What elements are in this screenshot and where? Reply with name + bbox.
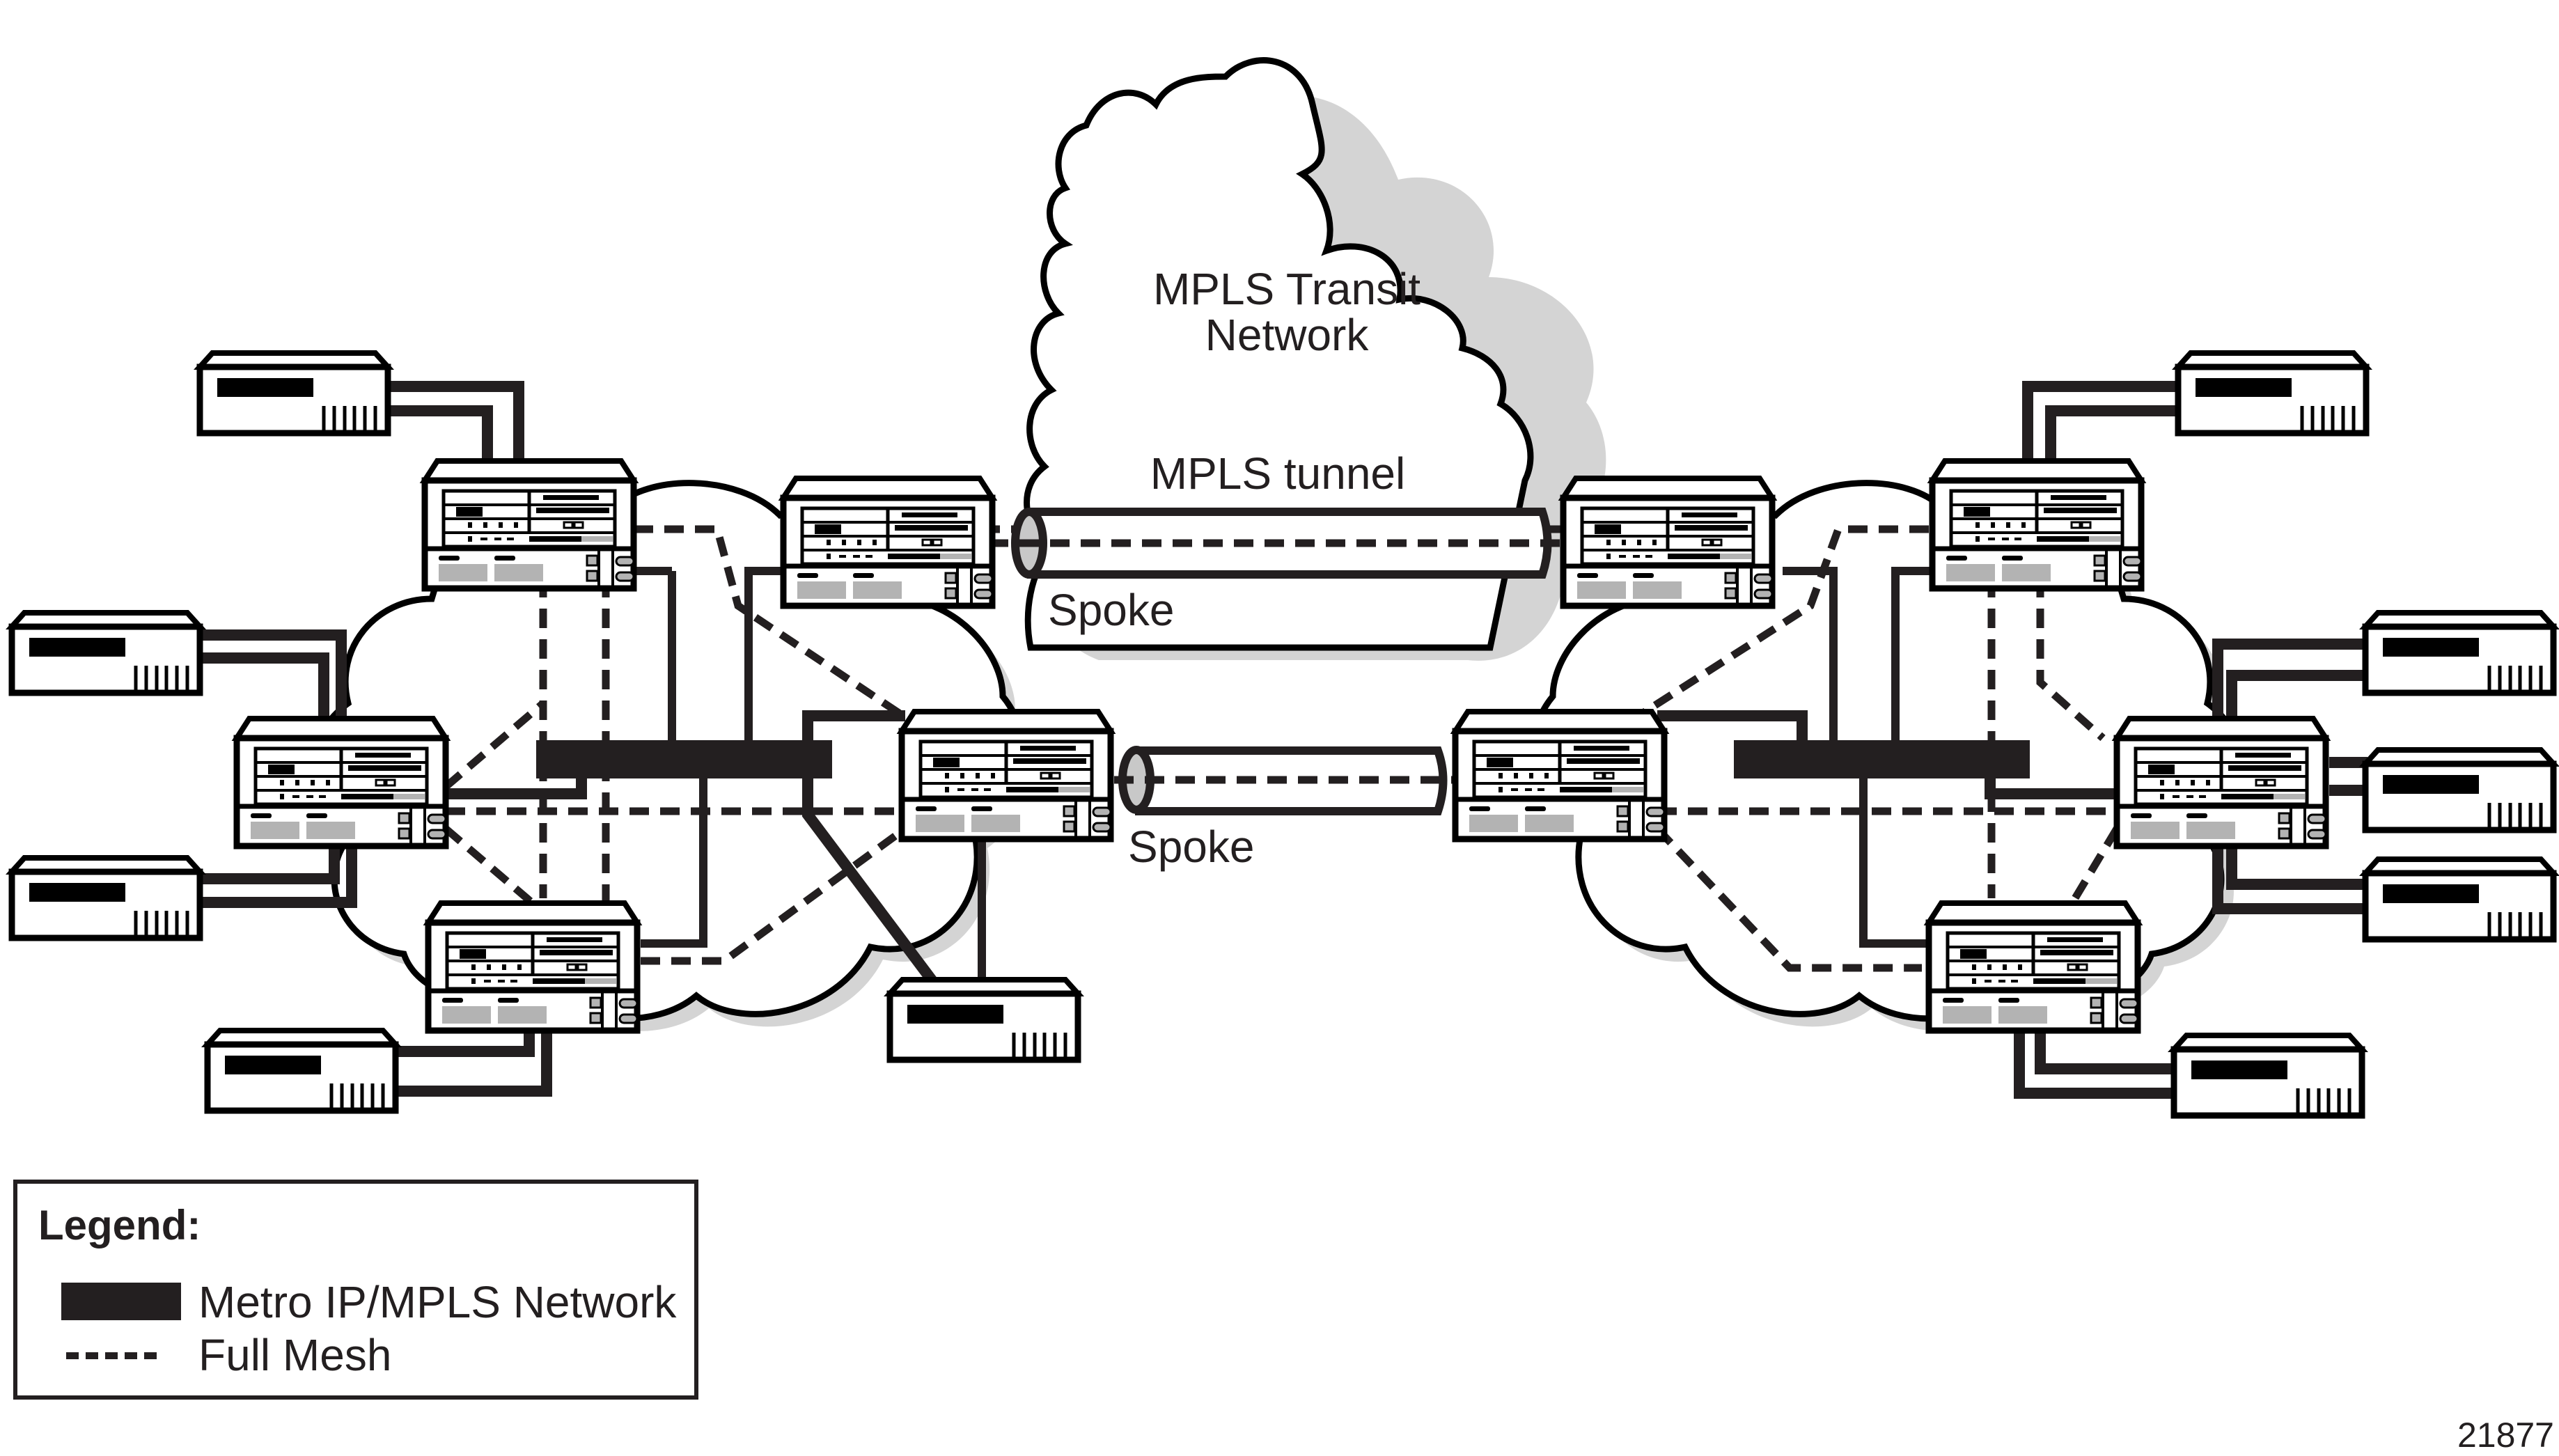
ce-device-right-5[interactable] [2174, 1035, 2362, 1116]
right-metro-network-bar [1734, 740, 2030, 778]
ce-device-right-4[interactable] [2365, 859, 2553, 939]
pe-router-left-mid[interactable] [237, 719, 446, 846]
spoke-label-upper: Spoke [1048, 585, 1174, 635]
pe-router-left-top[interactable] [425, 461, 634, 588]
legend-mesh-label: Full Mesh [198, 1330, 391, 1380]
left-metro-links [446, 567, 986, 985]
ce-device-right-1[interactable] [2178, 353, 2366, 433]
pe-router-right-bottom[interactable] [1929, 903, 2138, 1031]
transit-network-label-line1: MPLS Transit [1153, 264, 1421, 314]
pe-router-left-bottom[interactable] [428, 903, 637, 1031]
pe-router-right-top[interactable] [1932, 461, 2141, 588]
transit-network-label-line2: Network [1205, 310, 1370, 360]
ce-device-right-2[interactable] [2365, 613, 2553, 693]
ce-device-left-4[interactable] [208, 1031, 396, 1111]
left-metro-network-bar [536, 740, 832, 778]
legend-metro-swatch [61, 1283, 181, 1320]
pe-router-left-spoke-lower[interactable] [902, 712, 1111, 839]
ce-device-left-1[interactable] [200, 353, 388, 433]
spoke-label-lower: Spoke [1128, 822, 1254, 872]
ce-device-left-3[interactable] [12, 858, 200, 938]
right-metro-links [1657, 567, 2120, 948]
figure-id: 21877 [2457, 1416, 2554, 1455]
legend-metro-label: Metro IP/MPLS Network [198, 1277, 677, 1327]
left-ce-links [195, 381, 552, 1097]
pe-router-right-mid[interactable] [2117, 719, 2326, 846]
right-ce-links [2014, 381, 2368, 1099]
pe-router-right-spoke-upper[interactable] [1563, 478, 1772, 606]
legend: Legend: Metro IP/MPLS Network Full Mesh [13, 1180, 698, 1400]
mpls-tunnel-lower [1114, 746, 1455, 815]
ce-device-left-2[interactable] [12, 613, 200, 693]
mpls-tunnel-label: MPLS tunnel [1150, 448, 1405, 499]
ce-device-left-5[interactable] [890, 980, 1078, 1060]
mpls-tunnel-upper [989, 508, 1560, 579]
legend-title: Legend: [38, 1202, 201, 1248]
pe-router-left-spoke-upper[interactable] [783, 478, 992, 606]
pe-router-right-spoke-lower[interactable] [1455, 712, 1664, 839]
ce-device-right-3[interactable] [2365, 750, 2553, 830]
